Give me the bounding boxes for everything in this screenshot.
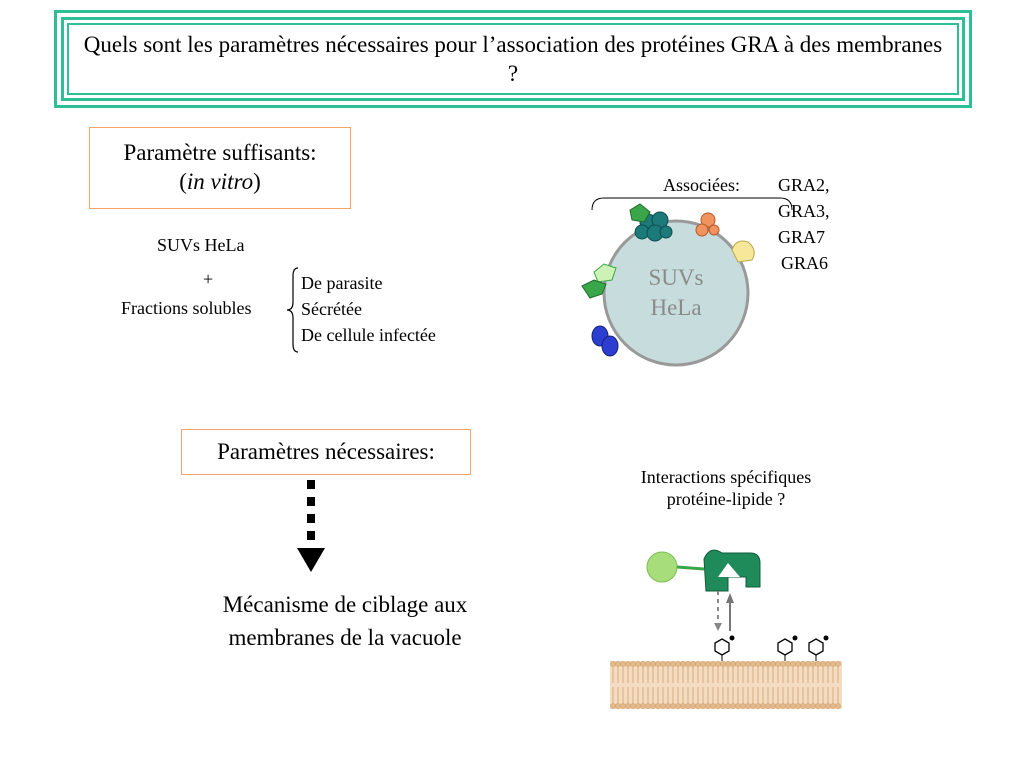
lipid-binding-protein-icon xyxy=(646,549,761,592)
lipid-tails xyxy=(612,667,839,703)
mechanism-text: Mécanisme de ciblage aux membranes de la… xyxy=(180,588,510,654)
lipid-heads xyxy=(610,661,841,709)
associated-label: Associées: xyxy=(663,175,740,195)
blue-protein-icon xyxy=(591,325,619,357)
teal-protein-icon xyxy=(634,211,673,242)
title-frame-inner xyxy=(61,17,965,101)
mechanism-line2: membranes de la vacuole xyxy=(228,625,462,650)
suv-vesicle-illustration xyxy=(581,197,793,367)
suvs-hela-label: SUVs HeLa xyxy=(157,235,245,255)
sufficient-parameters-heading: Paramètre suffisants: xyxy=(123,140,317,165)
phosphoinositide-headgroups xyxy=(714,638,824,656)
list-item: De cellule infectée xyxy=(301,325,436,345)
paren-close: ) xyxy=(253,169,261,194)
green-protein-left-icon xyxy=(581,279,607,299)
curly-brace xyxy=(286,267,299,353)
dotted-down-arrow-icon xyxy=(297,480,325,572)
green-protein-icon xyxy=(629,203,651,223)
fraction-sources-list: De parasite Sécrétée De cellule infectée xyxy=(301,272,436,350)
interactions-caption: Interactions spécifiques protéine-lipide… xyxy=(596,466,856,510)
gra-protein-list: GRA2, GRA3, GRA7 GRA6 xyxy=(778,174,830,278)
plus-sign: + xyxy=(203,269,214,289)
interactions-line1: Interactions spécifiques xyxy=(640,467,812,487)
protein-lipid-illustration xyxy=(610,549,842,709)
interactions-line2: protéine-lipide ? xyxy=(666,489,786,509)
light-green-protein-icon xyxy=(593,263,617,283)
yellow-protein-icon xyxy=(731,240,755,263)
in-vitro-text: in vitro xyxy=(186,169,254,194)
vesicle-label-line1: SUVs xyxy=(648,265,704,290)
vesicle-label-line2: HeLa xyxy=(650,295,702,320)
orange-protein-icon xyxy=(695,212,720,237)
associated-bracket xyxy=(591,197,793,211)
gra-item: GRA6 xyxy=(781,253,829,273)
gra-item: GRA7 xyxy=(778,227,826,247)
vesicle-label: SUVs HeLa xyxy=(612,263,740,323)
in-vitro-line: (in vitro) xyxy=(90,167,350,196)
paren-open: ( xyxy=(179,169,187,194)
sufficient-parameters-box: Paramètre suffisants: (in vitro) xyxy=(89,127,351,209)
membrane-bilayer xyxy=(610,661,842,709)
list-item: De parasite xyxy=(301,273,383,293)
necessary-parameters-box: Paramètres nécessaires: xyxy=(181,429,471,475)
gra-item: GRA2, xyxy=(778,175,830,195)
title-frame: Quels sont les paramètres nécessaires po… xyxy=(54,10,972,108)
gra-item: GRA3, xyxy=(778,201,830,221)
fractions-solubles-label: Fractions solubles xyxy=(121,298,252,318)
list-item: Sécrétée xyxy=(301,299,362,319)
mechanism-line1: Mécanisme de ciblage aux xyxy=(222,592,468,617)
page-title: Quels sont les paramètres nécessaires po… xyxy=(67,23,959,95)
vesicle-circle xyxy=(602,219,750,367)
